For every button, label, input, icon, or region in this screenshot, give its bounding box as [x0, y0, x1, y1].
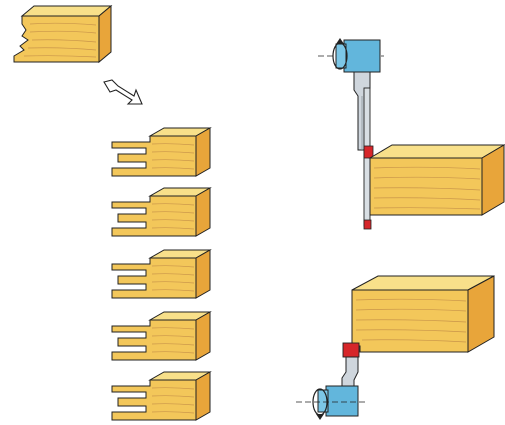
upper-wood-block — [368, 144, 505, 216]
rotation-arrow-icon — [332, 38, 348, 70]
profile-variant-5 — [111, 371, 212, 421]
main-wood-block — [13, 4, 113, 64]
rotation-arrow-icon — [312, 388, 328, 420]
profile-variant-4 — [111, 311, 212, 361]
double-arrow-icon — [103, 79, 143, 105]
cutter-tip — [363, 219, 372, 230]
profile-variant-1 — [111, 127, 212, 177]
profile-variant-2 — [111, 187, 212, 237]
cutter-tip — [342, 342, 360, 358]
profile-variant-3 — [111, 249, 212, 299]
cutter-tip — [363, 145, 374, 159]
profile-variants — [111, 127, 212, 421]
bottom-tool-assembly — [296, 342, 366, 420]
lower-wood-block — [351, 275, 495, 353]
top-tool-assembly — [318, 38, 384, 230]
